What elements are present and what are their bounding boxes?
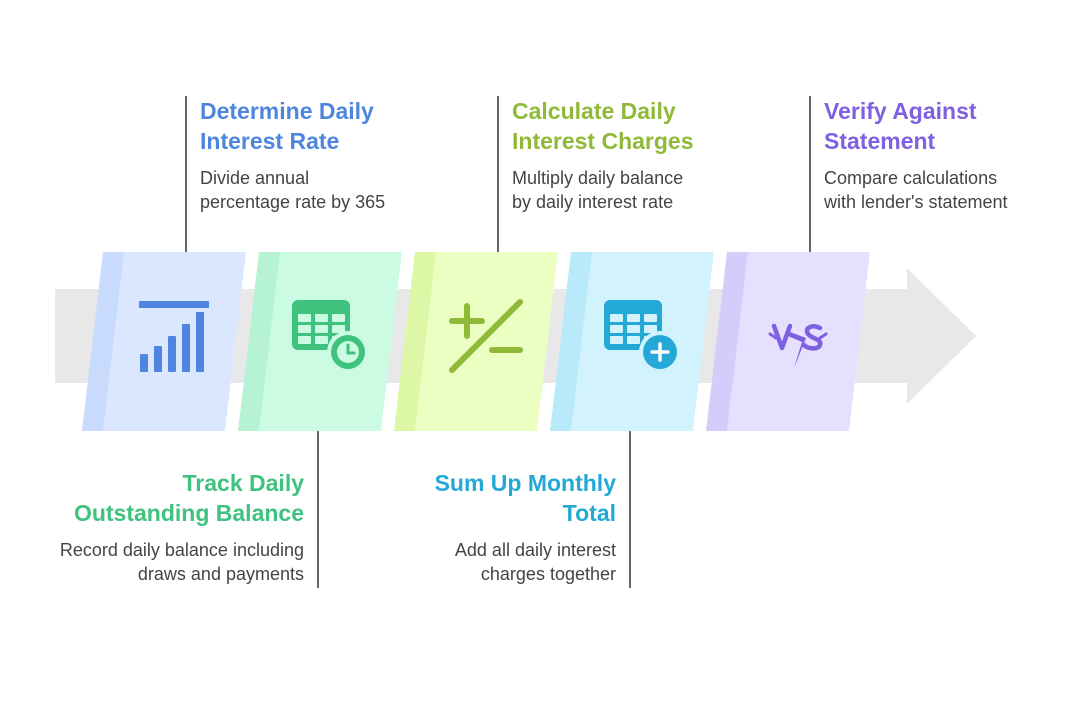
bar-chart-icon bbox=[139, 301, 209, 372]
step-title: Determine Daily Interest Rate bbox=[200, 98, 374, 154]
step-title: Verify Against Statement bbox=[824, 98, 977, 154]
step-title: Track Daily Outstanding Balance bbox=[73, 470, 304, 526]
versus-icon bbox=[768, 304, 828, 368]
step-title: Sum Up Monthly Total bbox=[434, 470, 616, 526]
step-description: Multiply daily balance by daily interest… bbox=[512, 168, 684, 212]
step-verify-against-statement: Verify Against Statement Compare calcula… bbox=[824, 96, 1008, 214]
plus-minus-icon bbox=[449, 299, 523, 373]
panel-face bbox=[727, 252, 870, 431]
step-calculate-daily-interest-charges: Calculate Daily Interest Charges Multipl… bbox=[512, 96, 694, 214]
step-sum-up-monthly-total: Sum Up Monthly Total Add all daily inter… bbox=[435, 468, 616, 586]
step-panel-determine-daily-interest-rate bbox=[82, 252, 246, 431]
step-panel-sum-up-monthly-total bbox=[550, 252, 714, 431]
step-track-daily-outstanding-balance: Track Daily Outstanding Balance Record d… bbox=[60, 468, 304, 586]
step-panel-verify-against-statement bbox=[706, 252, 870, 431]
step-determine-daily-interest-rate: Determine Daily Interest Rate Divide ann… bbox=[200, 96, 385, 214]
table-clock-icon bbox=[292, 300, 369, 373]
step-description: Add all daily interest charges together bbox=[454, 540, 616, 584]
step-panel-calculate-daily-interest-charges bbox=[394, 252, 558, 431]
step-description: Divide annual percentage rate by 365 bbox=[200, 168, 386, 212]
panel-face bbox=[415, 252, 558, 431]
step-description: Compare calculations with lender's state… bbox=[824, 168, 1008, 212]
step-description: Record daily balance including draws and… bbox=[59, 540, 304, 584]
step-panel-track-daily-outstanding-balance bbox=[238, 252, 402, 431]
table-add-icon bbox=[604, 300, 681, 373]
step-title: Calculate Daily Interest Charges bbox=[512, 98, 694, 154]
